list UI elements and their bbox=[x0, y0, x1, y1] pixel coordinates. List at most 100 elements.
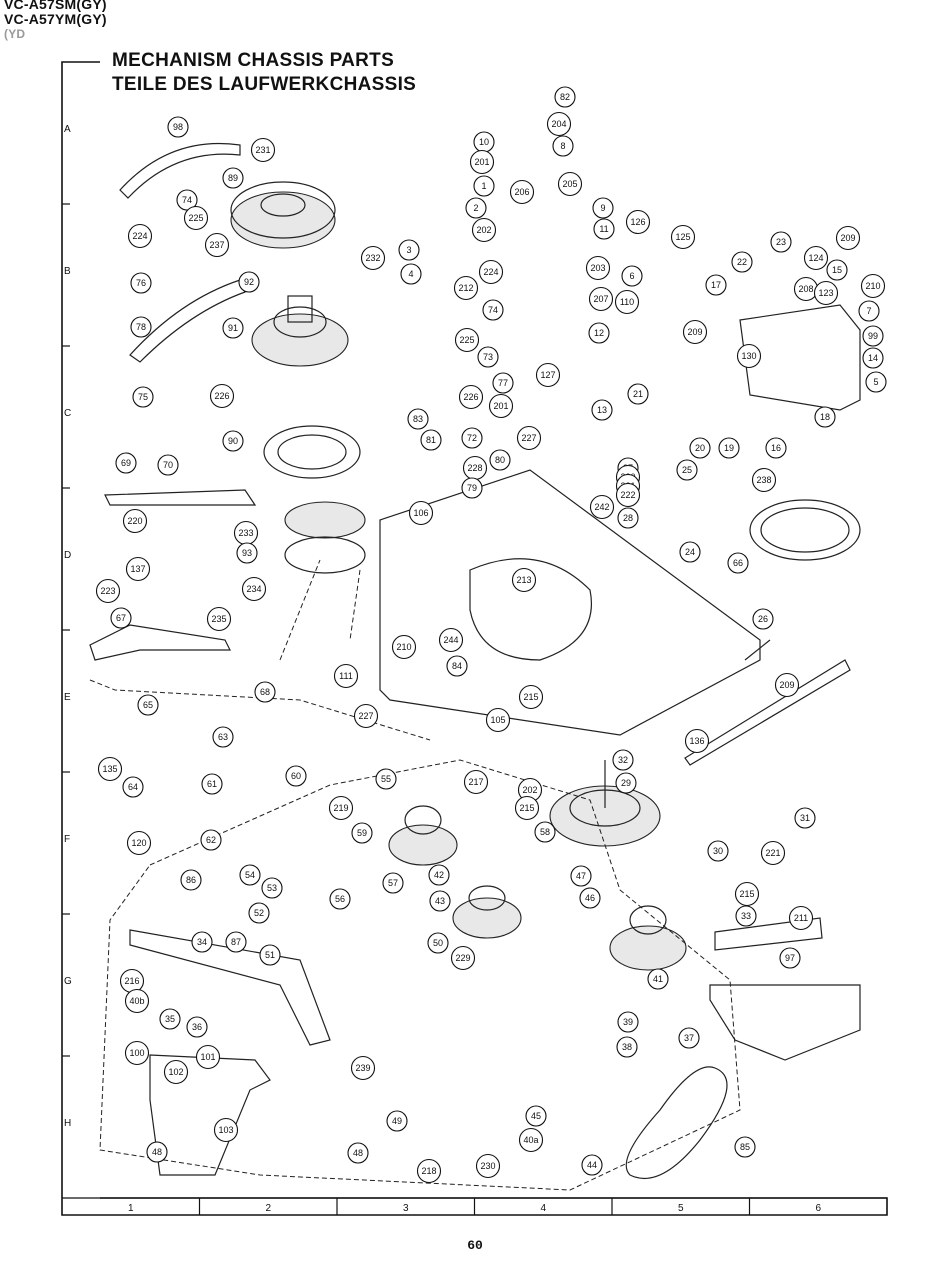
callout-number: 225 bbox=[459, 335, 474, 345]
part-callout: 89 bbox=[222, 167, 244, 189]
callout-circle bbox=[615, 482, 641, 508]
part-callout: 59 bbox=[351, 822, 373, 844]
part-callout: 215 bbox=[518, 684, 544, 710]
part-callout: 239 bbox=[350, 1055, 376, 1081]
callout-circle bbox=[534, 821, 556, 843]
row-label: C bbox=[64, 408, 71, 419]
part-callout: 58 bbox=[534, 821, 556, 843]
part-callout: 221 bbox=[760, 840, 786, 866]
callout-circle bbox=[814, 406, 836, 428]
callout-number: 43 bbox=[435, 896, 445, 906]
callout-circle bbox=[616, 1036, 638, 1058]
column-label: 6 bbox=[815, 1203, 821, 1214]
callout-number: 75 bbox=[138, 392, 148, 402]
callout-circle bbox=[518, 1127, 544, 1153]
callout-number: 74 bbox=[182, 195, 192, 205]
callout-number: 28 bbox=[623, 513, 633, 523]
callout-circle bbox=[858, 300, 880, 322]
callout-circle bbox=[222, 317, 244, 339]
callout-number: 213 bbox=[516, 575, 531, 585]
part-callout: 213 bbox=[511, 567, 537, 593]
part-callout: 201 bbox=[469, 149, 495, 175]
callout-number: 225 bbox=[188, 213, 203, 223]
callout-number: 227 bbox=[521, 433, 536, 443]
callout-number: 48 bbox=[353, 1148, 363, 1158]
callout-circle bbox=[770, 231, 792, 253]
callout-number: 98 bbox=[173, 122, 183, 132]
callout-number: 50 bbox=[433, 938, 443, 948]
callout-circle bbox=[615, 772, 637, 794]
callout-circle bbox=[450, 945, 476, 971]
callout-circle bbox=[736, 343, 762, 369]
callout-number: 135 bbox=[102, 764, 117, 774]
column-label: 1 bbox=[128, 1203, 134, 1214]
callout-number: 42 bbox=[434, 870, 444, 880]
part-callout: 3 bbox=[398, 239, 420, 261]
callout-number: 16 bbox=[771, 443, 781, 453]
callout-circle bbox=[328, 795, 354, 821]
part-callout: 48 bbox=[146, 1141, 168, 1163]
part-callout: 40a bbox=[518, 1127, 544, 1153]
part-callout: 8 bbox=[552, 135, 574, 157]
part-callout: 74 bbox=[482, 299, 504, 321]
part-callout: 202 bbox=[517, 777, 543, 803]
part-callout: 28 bbox=[617, 507, 639, 529]
part-callout: 29 bbox=[615, 772, 637, 794]
part-callout: 101 bbox=[195, 1044, 221, 1070]
callout-number: 70 bbox=[163, 460, 173, 470]
callout-number: 208 bbox=[798, 284, 813, 294]
part-callout: 224 bbox=[127, 223, 153, 249]
callout-number: 66 bbox=[733, 558, 743, 568]
callout-circle bbox=[130, 316, 152, 338]
callout-circle bbox=[438, 627, 464, 653]
part-callout: 65 bbox=[137, 694, 159, 716]
callout-number: 15 bbox=[832, 265, 842, 275]
callout-number: 103 bbox=[218, 1125, 233, 1135]
callout-circle bbox=[408, 500, 434, 526]
part-callout: 226 bbox=[458, 384, 484, 410]
callout-number: 90 bbox=[228, 436, 238, 446]
part-callout: 67 bbox=[110, 607, 132, 629]
callout-circle bbox=[488, 393, 514, 419]
callout-circle bbox=[428, 864, 450, 886]
callout-circle bbox=[678, 1027, 700, 1049]
callout-circle bbox=[835, 225, 861, 251]
part-callout: 93 bbox=[236, 542, 258, 564]
callout-number: 106 bbox=[413, 508, 428, 518]
part-callout: 14 bbox=[862, 347, 884, 369]
part-callout: 209 bbox=[835, 225, 861, 251]
part-callout: 127 bbox=[535, 362, 561, 388]
callout-number: 8 bbox=[560, 141, 565, 151]
callout-number: 211 bbox=[794, 913, 808, 923]
callout-number: 105 bbox=[490, 715, 505, 725]
callout-number: 101 bbox=[200, 1052, 215, 1062]
callout-number: 93 bbox=[242, 548, 252, 558]
callout-number: 209 bbox=[779, 680, 794, 690]
callout-circle bbox=[183, 205, 209, 231]
page-title-german: TEILE DES LAUFWERKCHASSIS bbox=[112, 74, 417, 95]
part-callout: 120 bbox=[126, 830, 152, 856]
callout-number: 14 bbox=[868, 353, 878, 363]
callout-number: 19 bbox=[724, 443, 734, 453]
callout-number: 45 bbox=[531, 1111, 541, 1121]
callout-circle bbox=[552, 135, 574, 157]
part-callout: 73 bbox=[477, 346, 499, 368]
part-callout: 62 bbox=[200, 829, 222, 851]
part-callout: 79 bbox=[461, 477, 483, 499]
column-label: 5 bbox=[678, 1203, 684, 1214]
callout-number: 137 bbox=[130, 564, 145, 574]
callout-circle bbox=[794, 807, 816, 829]
callout-number: 237 bbox=[209, 240, 224, 250]
part-callout: 215 bbox=[734, 881, 760, 907]
callout-number: 32 bbox=[618, 755, 628, 765]
part-callout: 83 bbox=[407, 408, 429, 430]
callout-number: 24 bbox=[685, 547, 695, 557]
callout-circle bbox=[386, 1110, 408, 1132]
callout-number: 207 bbox=[593, 294, 608, 304]
callout-circle bbox=[707, 840, 729, 862]
part-callout: 223 bbox=[95, 578, 121, 604]
callout-circle bbox=[209, 383, 235, 409]
part-callout: 72 bbox=[461, 427, 483, 449]
callout-circle bbox=[689, 437, 711, 459]
callout-number: 60 bbox=[291, 771, 301, 781]
